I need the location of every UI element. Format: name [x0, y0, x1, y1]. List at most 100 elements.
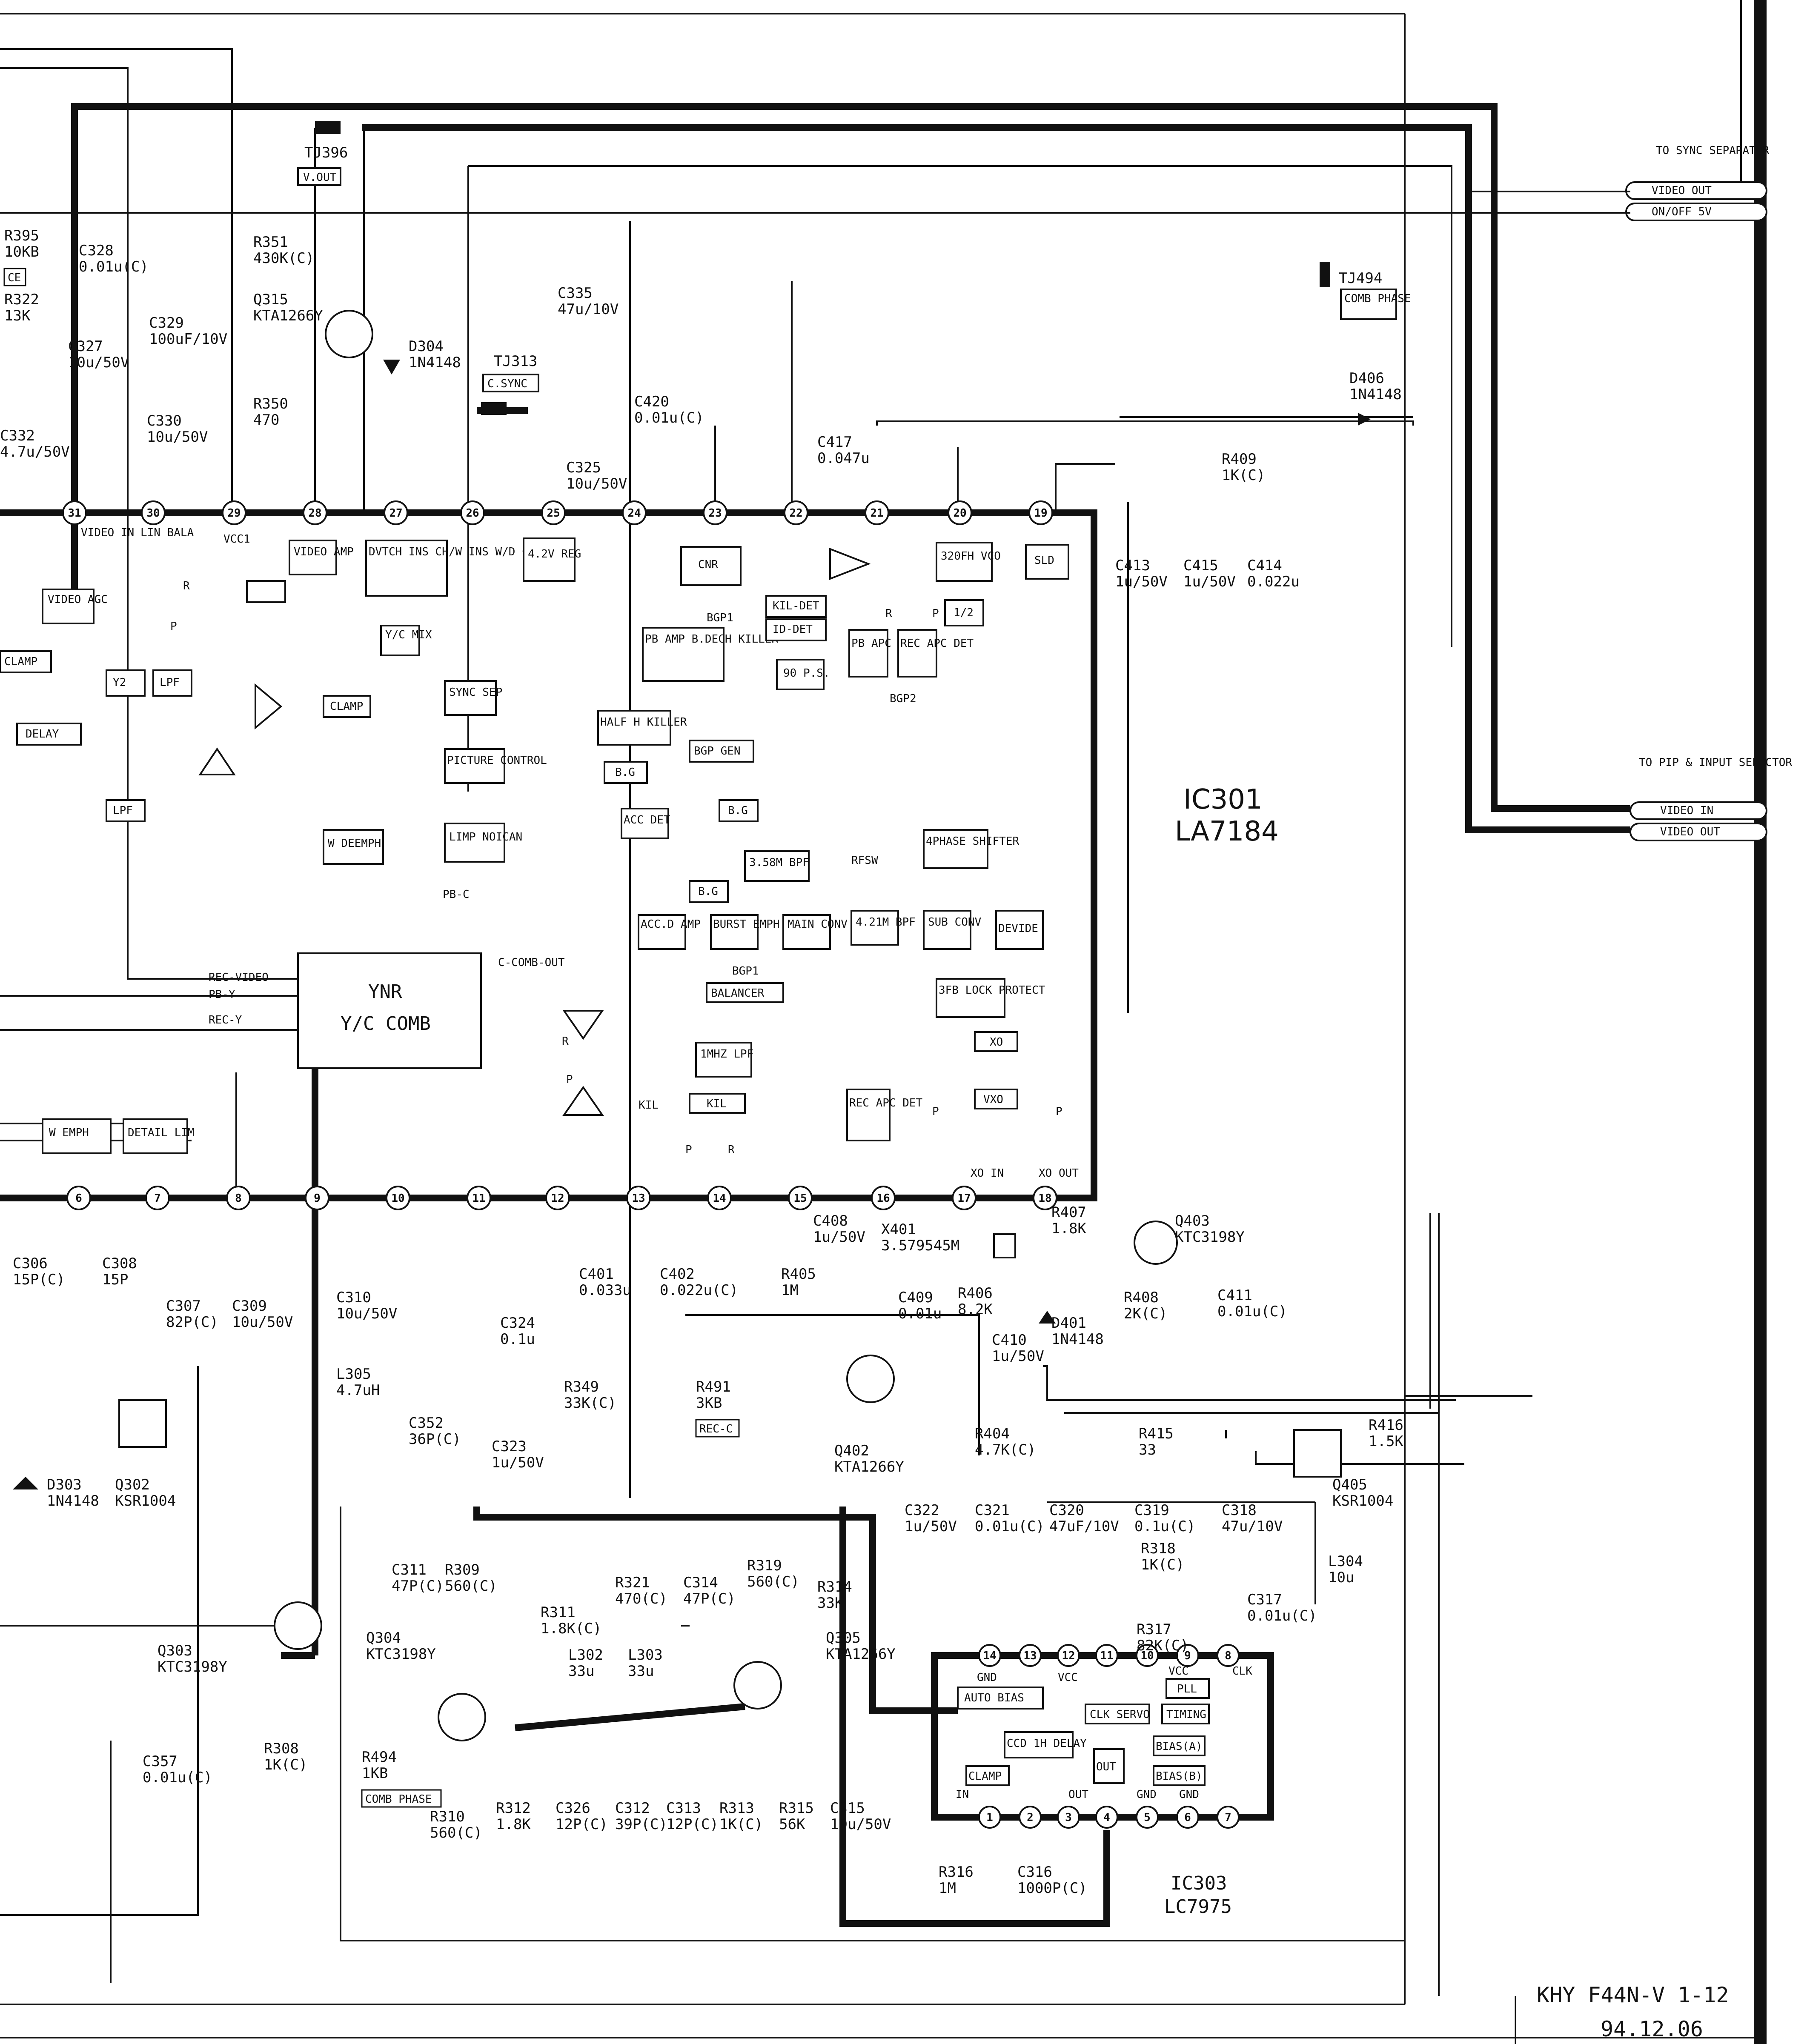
component-ref: C316 — [1017, 1864, 1052, 1881]
block-90-ps: 90 P.S. — [783, 667, 830, 680]
block-delay: DELAY — [26, 728, 59, 740]
block-id-det: ID-DET — [773, 623, 813, 636]
block-balancer: BALANCER — [711, 987, 765, 1000]
ic303-block-auto-bias: AUTO BIAS — [964, 1692, 1024, 1704]
component-ref: R310 — [430, 1808, 465, 1825]
block-divide: DEVIDE — [998, 922, 1038, 935]
block-half-h-killer: HALF H KILLER — [600, 716, 687, 729]
component-ref: C321 — [975, 1502, 1010, 1519]
block-y2: Y2 — [113, 676, 126, 689]
ic303-label-vcc-2: VCC — [1168, 1665, 1188, 1678]
component-value: 1M — [939, 1880, 956, 1897]
connector-line-video-in: VIDEO IN — [1660, 804, 1713, 817]
component-labels: R39510KBCER32213KC3280.01u(C)C329100uF/1… — [0, 227, 1403, 1897]
pin-number: 1 — [986, 1811, 993, 1824]
block-vco: 320FH VCO — [941, 550, 1001, 563]
block-vxo: VXO — [983, 1093, 1003, 1106]
component-value: 430K(C) — [253, 250, 314, 267]
component-ref: L304 — [1328, 1553, 1363, 1570]
component-ref: C417 — [817, 434, 852, 451]
ic301-pin-10: 10 — [386, 1186, 410, 1210]
pin-number: 14 — [983, 1649, 996, 1662]
component-ref: C402 — [660, 1266, 695, 1283]
block-kil: KIL — [707, 1098, 727, 1110]
component-value: 3.579545M — [881, 1237, 959, 1254]
ic303-block-out: OUT — [1096, 1761, 1116, 1773]
tp-tj494-tag: COMB PHASE — [1344, 292, 1411, 305]
ic303-pin-6: 6 — [1176, 1806, 1199, 1829]
ic303-pin-5: 5 — [1136, 1806, 1159, 1829]
pin-number: 21 — [870, 507, 883, 520]
component-ref: C322 — [905, 1502, 939, 1519]
component-value: 39P(C) — [615, 1816, 667, 1833]
component-ref: R350 — [253, 395, 288, 412]
tp-tj494-ref: TJ494 — [1339, 270, 1382, 287]
component-value: 10u — [1328, 1569, 1354, 1586]
tp-tj313-ref: TJ313 — [494, 353, 537, 370]
component-value: 8.2K — [958, 1301, 993, 1318]
bgp1-label: BGP1 — [707, 612, 733, 624]
component-value: 560(C) — [445, 1578, 497, 1595]
component-ref: C319 — [1134, 1502, 1169, 1519]
component-value: 1K(C) — [1141, 1556, 1184, 1573]
connector-line-video-out: VIDEO OUT — [1660, 826, 1720, 838]
component-ref: C327 — [68, 338, 103, 355]
component-ref: C308 — [102, 1255, 137, 1272]
component-ref: R409 — [1222, 451, 1257, 468]
pin-number: 5 — [1144, 1811, 1151, 1824]
ic301-pin-13: 13 — [626, 1186, 651, 1210]
tp-tj396-ref: TJ396 — [304, 144, 348, 161]
ic303-block-clk-servo: CLK SERVO — [1090, 1708, 1150, 1721]
component-ref: C410 — [992, 1332, 1027, 1349]
component-ref: R349 — [564, 1378, 599, 1395]
component-value: KTC3198Y — [366, 1646, 436, 1663]
component-ref: R322 — [4, 291, 39, 308]
component-value: 1K(C) — [719, 1816, 763, 1833]
pin-number: 2 — [1027, 1811, 1034, 1824]
bus-labels: VIDEO IN LIN BALA VCC1 PB-C C-COMB-OUT R… — [81, 526, 1079, 1180]
component-ref: R318 — [1141, 1540, 1176, 1557]
ic303-block-pll: PLL — [1177, 1683, 1197, 1695]
component-value: 0.01u(C) — [975, 1518, 1045, 1535]
component-ref: R315 — [779, 1800, 814, 1817]
ic301-pin-9: 9 — [305, 1186, 329, 1210]
pin-number: 16 — [876, 1192, 890, 1205]
component-value: 15P — [102, 1271, 128, 1288]
component-value: 0.01u(C) — [143, 1769, 212, 1786]
component-value: 4.7uH — [336, 1382, 380, 1399]
ic303-part: LC7975 — [1164, 1896, 1232, 1918]
block-half: 1/2 — [954, 606, 974, 619]
component-ref: L302 — [568, 1647, 603, 1664]
block-sync-sep: SYNC SEP — [449, 686, 502, 699]
ic301-pin-23: 23 — [703, 500, 727, 525]
component-value: 470 — [253, 412, 279, 429]
component-ref: C313 — [666, 1800, 701, 1817]
component-value: 47P(C) — [392, 1578, 444, 1595]
label-pb-c: PB-C — [443, 888, 470, 901]
drawing-id: KHY F44N-V 1-12 — [1537, 1983, 1729, 2007]
ic303-label-gnd: GND — [977, 1671, 997, 1684]
component-ref: C411 — [1217, 1287, 1252, 1304]
component-value: 560(C) — [430, 1824, 482, 1841]
block-yc-comb: Y/C COMB — [341, 1013, 431, 1035]
switch-mark-p: P — [932, 607, 939, 620]
